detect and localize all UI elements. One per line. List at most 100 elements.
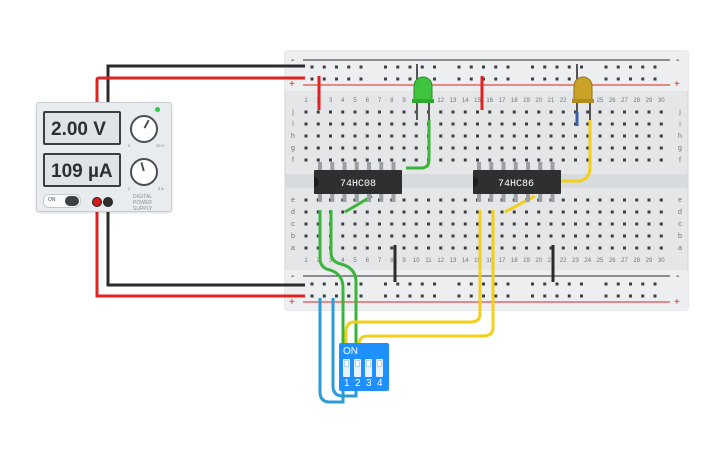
current-knob[interactable] bbox=[130, 158, 158, 186]
rail-hole[interactable] bbox=[641, 282, 645, 286]
breadboard-hole[interactable] bbox=[537, 158, 541, 162]
breadboard-hole[interactable] bbox=[365, 146, 369, 150]
breadboard-hole[interactable] bbox=[659, 122, 663, 126]
breadboard-hole[interactable] bbox=[659, 210, 663, 214]
breadboard-hole[interactable] bbox=[451, 234, 455, 238]
breadboard-hole[interactable] bbox=[586, 234, 590, 238]
breadboard-hole[interactable] bbox=[414, 198, 418, 202]
breadboard-hole[interactable] bbox=[623, 110, 626, 114]
breadboard-hole[interactable] bbox=[488, 246, 492, 250]
breadboard-hole[interactable] bbox=[402, 198, 406, 202]
rail-hole[interactable] bbox=[482, 65, 485, 69]
breadboard-hole[interactable] bbox=[414, 234, 418, 238]
rail-hole[interactable] bbox=[543, 282, 547, 286]
breadboard-hole[interactable] bbox=[537, 210, 541, 214]
breadboard-hole[interactable] bbox=[402, 246, 406, 250]
breadboard-hole[interactable] bbox=[390, 134, 394, 138]
breadboard-hole[interactable] bbox=[378, 134, 381, 138]
breadboard-hole[interactable] bbox=[414, 158, 418, 162]
breadboard-hole[interactable] bbox=[390, 110, 394, 114]
breadboard-hole[interactable] bbox=[304, 158, 308, 162]
rail-hole[interactable] bbox=[347, 294, 351, 298]
breadboard-hole[interactable] bbox=[463, 146, 467, 150]
breadboard-hole[interactable] bbox=[427, 210, 430, 214]
breadboard-hole[interactable] bbox=[659, 222, 663, 226]
wire-green-led-to-and-output[interactable] bbox=[406, 120, 431, 170]
rail-hole[interactable] bbox=[322, 282, 326, 286]
breadboard-hole[interactable] bbox=[610, 234, 614, 238]
breadboard-hole[interactable] bbox=[586, 222, 590, 226]
breadboard-hole[interactable] bbox=[451, 134, 455, 138]
breadboard-hole[interactable] bbox=[500, 110, 504, 114]
breadboard-hole[interactable] bbox=[476, 110, 479, 114]
breadboard-hole[interactable] bbox=[500, 122, 504, 126]
breadboard-hole[interactable] bbox=[525, 158, 528, 162]
breadboard-hole[interactable] bbox=[414, 134, 418, 138]
rail-hole[interactable] bbox=[555, 294, 559, 298]
breadboard-hole[interactable] bbox=[439, 222, 443, 226]
rail-hole[interactable] bbox=[604, 294, 608, 298]
rail-hole[interactable] bbox=[543, 65, 547, 69]
rail-hole[interactable] bbox=[629, 65, 632, 69]
breadboard-hole[interactable] bbox=[390, 158, 394, 162]
breadboard-hole[interactable] bbox=[561, 234, 565, 238]
breadboard-hole[interactable] bbox=[353, 158, 357, 162]
breadboard-hole[interactable] bbox=[451, 246, 455, 250]
breadboard-hole[interactable] bbox=[586, 158, 590, 162]
dip-switch-3[interactable] bbox=[365, 359, 372, 377]
breadboard-hole[interactable] bbox=[476, 146, 479, 150]
breadboard-hole[interactable] bbox=[476, 122, 479, 126]
breadboard-hole[interactable] bbox=[500, 210, 504, 214]
breadboard-hole[interactable] bbox=[316, 158, 320, 162]
breadboard-hole[interactable] bbox=[329, 146, 332, 150]
breadboard-hole[interactable] bbox=[537, 134, 541, 138]
rail-hole[interactable] bbox=[482, 282, 485, 286]
breadboard-hole[interactable] bbox=[304, 134, 308, 138]
breadboard-hole[interactable] bbox=[378, 122, 381, 126]
rail-hole[interactable] bbox=[335, 294, 338, 298]
breadboard-hole[interactable] bbox=[537, 146, 541, 150]
breadboard-hole[interactable] bbox=[574, 198, 577, 202]
breadboard-hole[interactable] bbox=[525, 134, 528, 138]
breadboard-hole[interactable] bbox=[635, 110, 639, 114]
breadboard-hole[interactable] bbox=[476, 210, 479, 214]
breadboard-hole[interactable] bbox=[512, 246, 516, 250]
breadboard-hole[interactable] bbox=[512, 110, 516, 114]
breadboard-hole[interactable] bbox=[414, 146, 418, 150]
breadboard-hole[interactable] bbox=[476, 234, 479, 238]
rail-hole[interactable] bbox=[629, 282, 632, 286]
breadboard-hole[interactable] bbox=[647, 122, 651, 126]
breadboard-hole[interactable] bbox=[463, 246, 467, 250]
dip-switch-2[interactable] bbox=[354, 359, 361, 377]
breadboard-hole[interactable] bbox=[316, 122, 320, 126]
breadboard-hole[interactable] bbox=[598, 158, 602, 162]
breadboard-hole[interactable] bbox=[439, 234, 443, 238]
breadboard-hole[interactable] bbox=[537, 110, 541, 114]
rail-hole[interactable] bbox=[531, 282, 534, 286]
breadboard-hole[interactable] bbox=[659, 134, 663, 138]
rail-hole[interactable] bbox=[457, 294, 461, 298]
wire-green-and-in-a[interactable] bbox=[318, 210, 345, 380]
breadboard-hole[interactable] bbox=[623, 234, 626, 238]
breadboard-hole[interactable] bbox=[561, 246, 565, 250]
breadboard-hole[interactable] bbox=[623, 198, 626, 202]
breadboard-hole[interactable] bbox=[316, 146, 320, 150]
breadboard-hole[interactable] bbox=[512, 158, 516, 162]
breadboard-hole[interactable] bbox=[316, 222, 320, 226]
breadboard-hole[interactable] bbox=[427, 234, 430, 238]
breadboard-hole[interactable] bbox=[476, 134, 479, 138]
breadboard-hole[interactable] bbox=[623, 122, 626, 126]
breadboard-hole[interactable] bbox=[353, 222, 357, 226]
rail-hole[interactable] bbox=[494, 294, 498, 298]
breadboard-hole[interactable] bbox=[451, 122, 455, 126]
breadboard-hole[interactable] bbox=[390, 210, 394, 214]
breadboard-hole[interactable] bbox=[365, 210, 369, 214]
rail-hole[interactable] bbox=[567, 282, 571, 286]
breadboard-hole[interactable] bbox=[525, 234, 528, 238]
rail-hole[interactable] bbox=[457, 282, 461, 286]
breadboard-hole[interactable] bbox=[341, 158, 345, 162]
breadboard-hole[interactable] bbox=[549, 110, 553, 114]
breadboard-hole[interactable] bbox=[488, 146, 492, 150]
breadboard-hole[interactable] bbox=[659, 246, 663, 250]
breadboard-hole[interactable] bbox=[378, 158, 381, 162]
